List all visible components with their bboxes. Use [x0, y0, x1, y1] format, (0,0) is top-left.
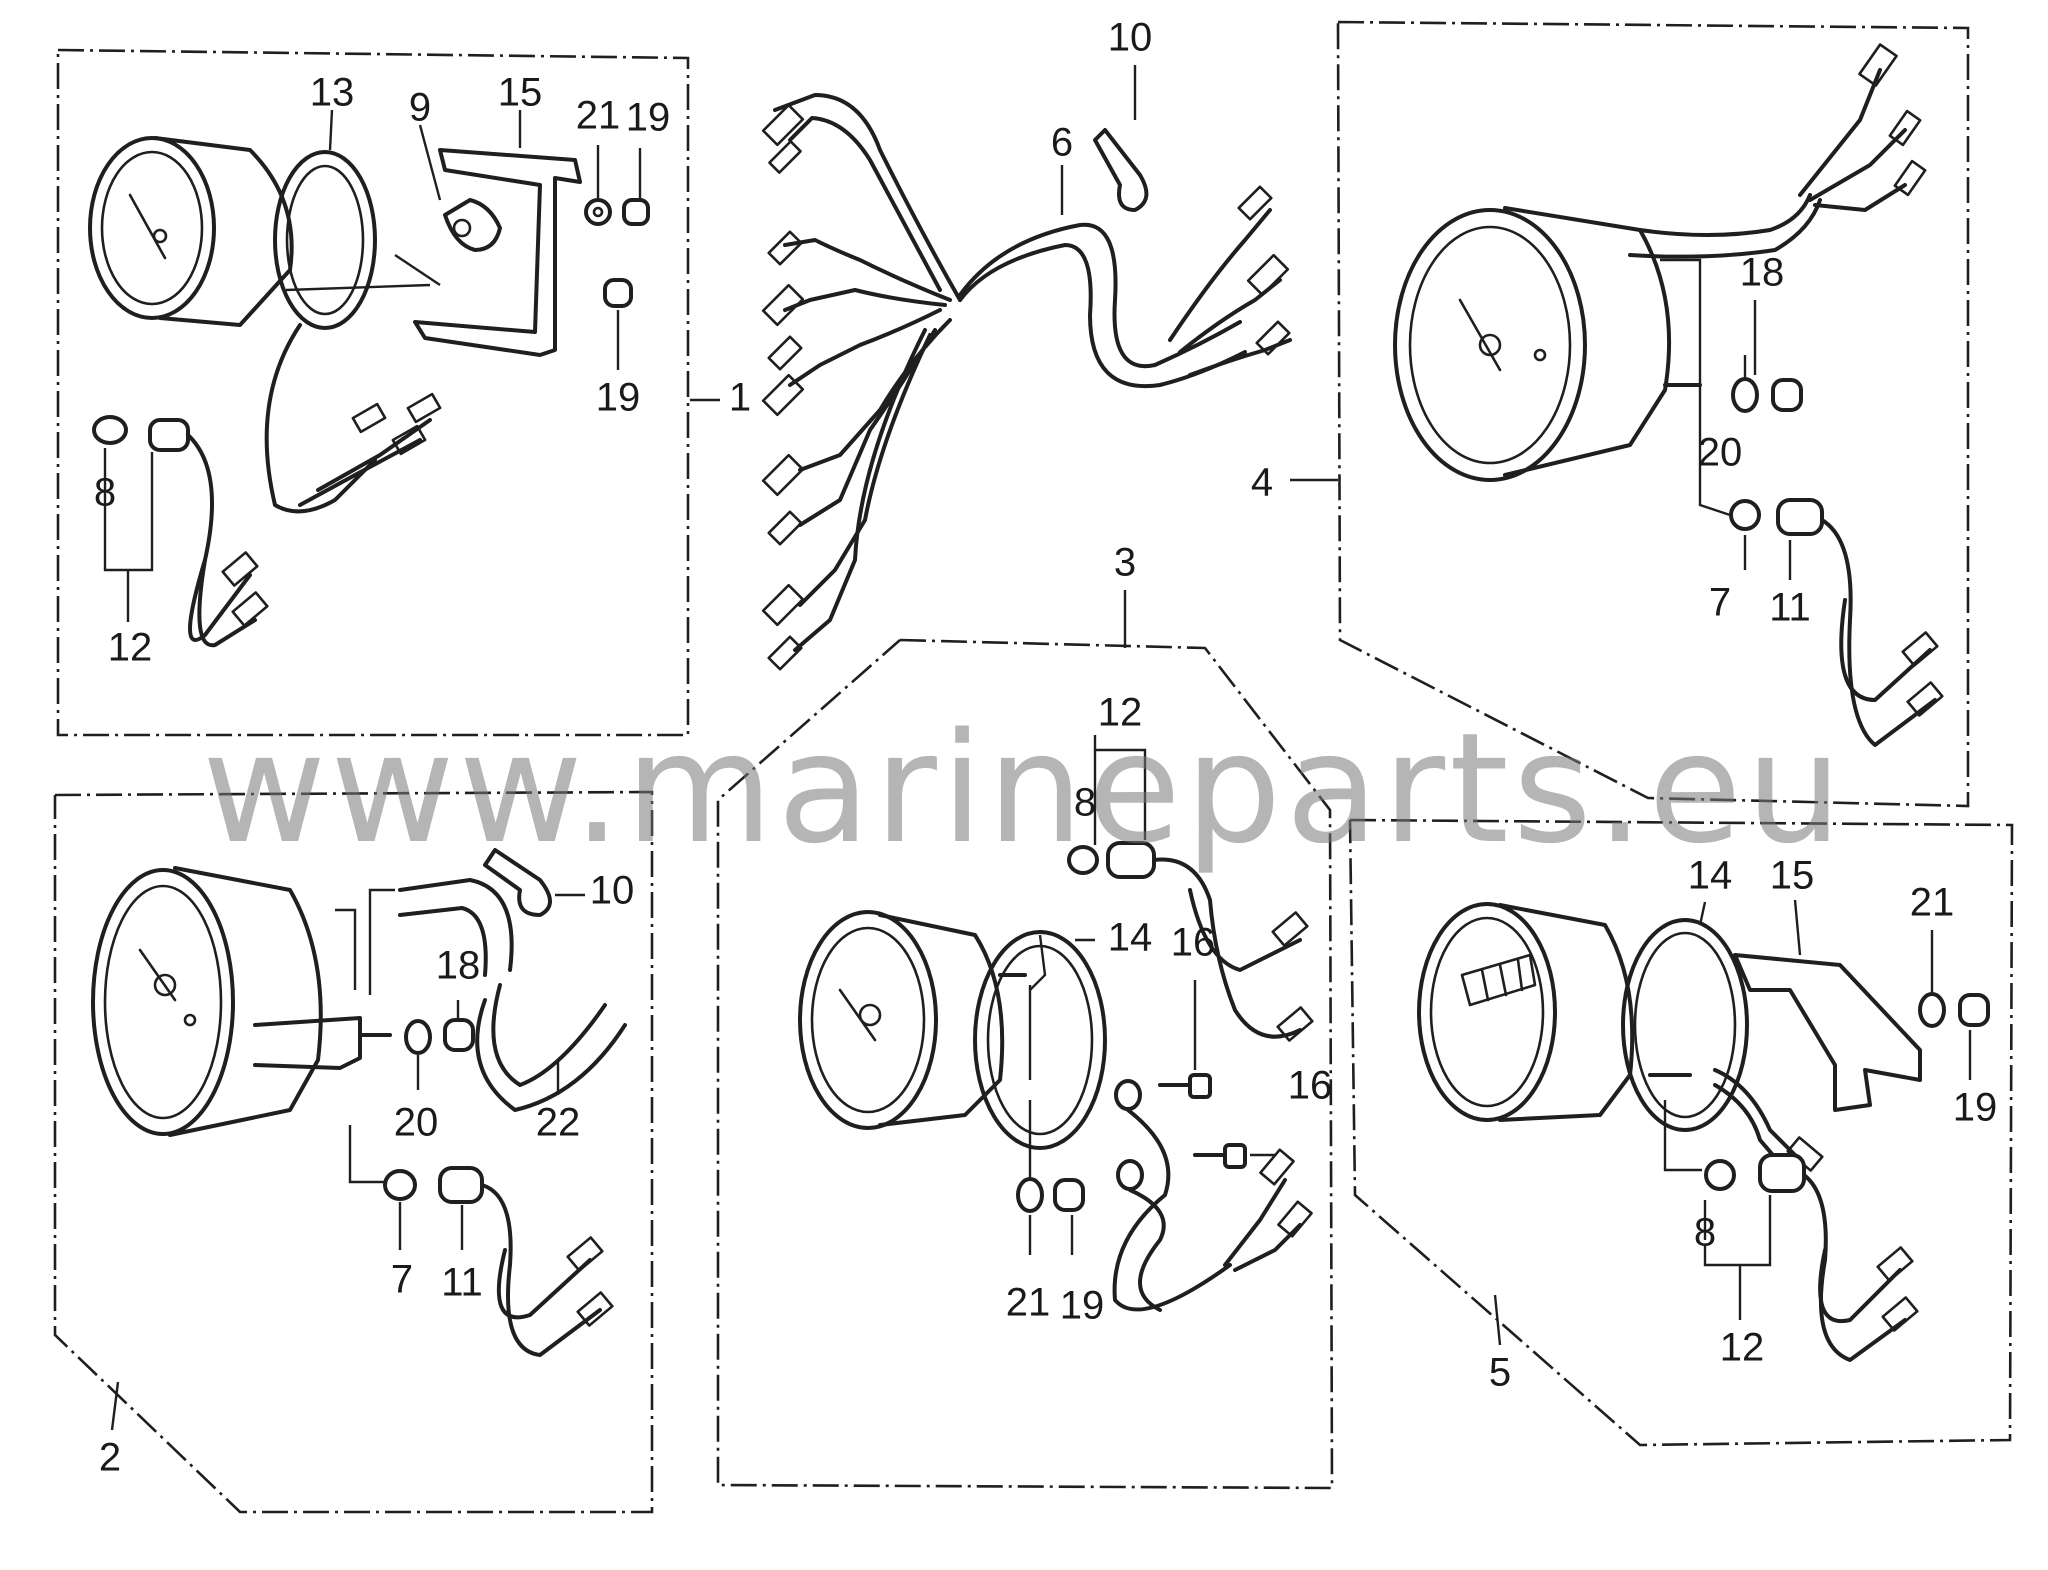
- callout-21: 21: [1910, 881, 1955, 925]
- group-1-tachometer-assembly: 13 9 15 21 19 19 1 8 12: [56, 48, 751, 737]
- callout-19: 19: [1060, 1284, 1105, 1328]
- callout-19: 19: [626, 96, 671, 140]
- callout-12: 12: [108, 626, 153, 670]
- callout-9: 9: [409, 86, 431, 130]
- group-5-gauge-assembly: 14 15 21 19 8 12 5: [1348, 818, 2014, 1447]
- callout-5: 5: [1489, 1351, 1511, 1395]
- callout-21: 21: [1006, 1281, 1051, 1325]
- callout-12: 12: [1098, 691, 1143, 735]
- callout-11: 11: [1769, 586, 1811, 630]
- callout-15: 15: [498, 71, 543, 115]
- callout-14: 14: [1108, 916, 1153, 960]
- callout-16: 16: [1171, 921, 1216, 965]
- callout-16: 16: [1288, 1064, 1333, 1108]
- callout-18: 18: [1740, 251, 1785, 295]
- callout-21: 21: [576, 94, 621, 138]
- callout-7: 7: [1709, 581, 1731, 625]
- callout-8: 8: [1694, 1211, 1716, 1255]
- callout-19: 19: [1953, 1086, 1998, 1130]
- callout-12: 12: [1720, 1326, 1765, 1370]
- callout-7: 7: [391, 1258, 413, 1302]
- callout-6: 6: [1051, 121, 1073, 165]
- group-4-gauge-assembly: 18 20 4 7 11: [1251, 20, 1970, 808]
- callout-4: 4: [1251, 461, 1273, 505]
- callout-10: 10: [1108, 16, 1153, 60]
- callout-15: 15: [1770, 854, 1815, 898]
- callout-10: 10: [590, 869, 635, 913]
- callout-14: 14: [1688, 854, 1733, 898]
- callout-2: 2: [99, 1436, 121, 1480]
- group-2-gauge-assembly: 10 18 20 22 7 11 2: [53, 790, 654, 1514]
- callout-18: 18: [436, 944, 481, 988]
- callout-20: 20: [1698, 431, 1743, 475]
- callout-1: 1: [729, 376, 751, 420]
- callout-19: 19: [596, 376, 641, 420]
- callout-8: 8: [1074, 781, 1096, 825]
- callout-22: 22: [536, 1101, 581, 1145]
- callout-20: 20: [394, 1101, 439, 1145]
- callout-11: 11: [441, 1261, 483, 1305]
- callout-13: 13: [310, 71, 355, 115]
- callout-8: 8: [94, 471, 116, 515]
- wire-harness: 10 6: [761, 16, 1292, 671]
- callout-3: 3: [1114, 541, 1136, 585]
- group-3-gauge-assembly: 3 12 8 14 16 16 21 19: [716, 541, 1334, 1490]
